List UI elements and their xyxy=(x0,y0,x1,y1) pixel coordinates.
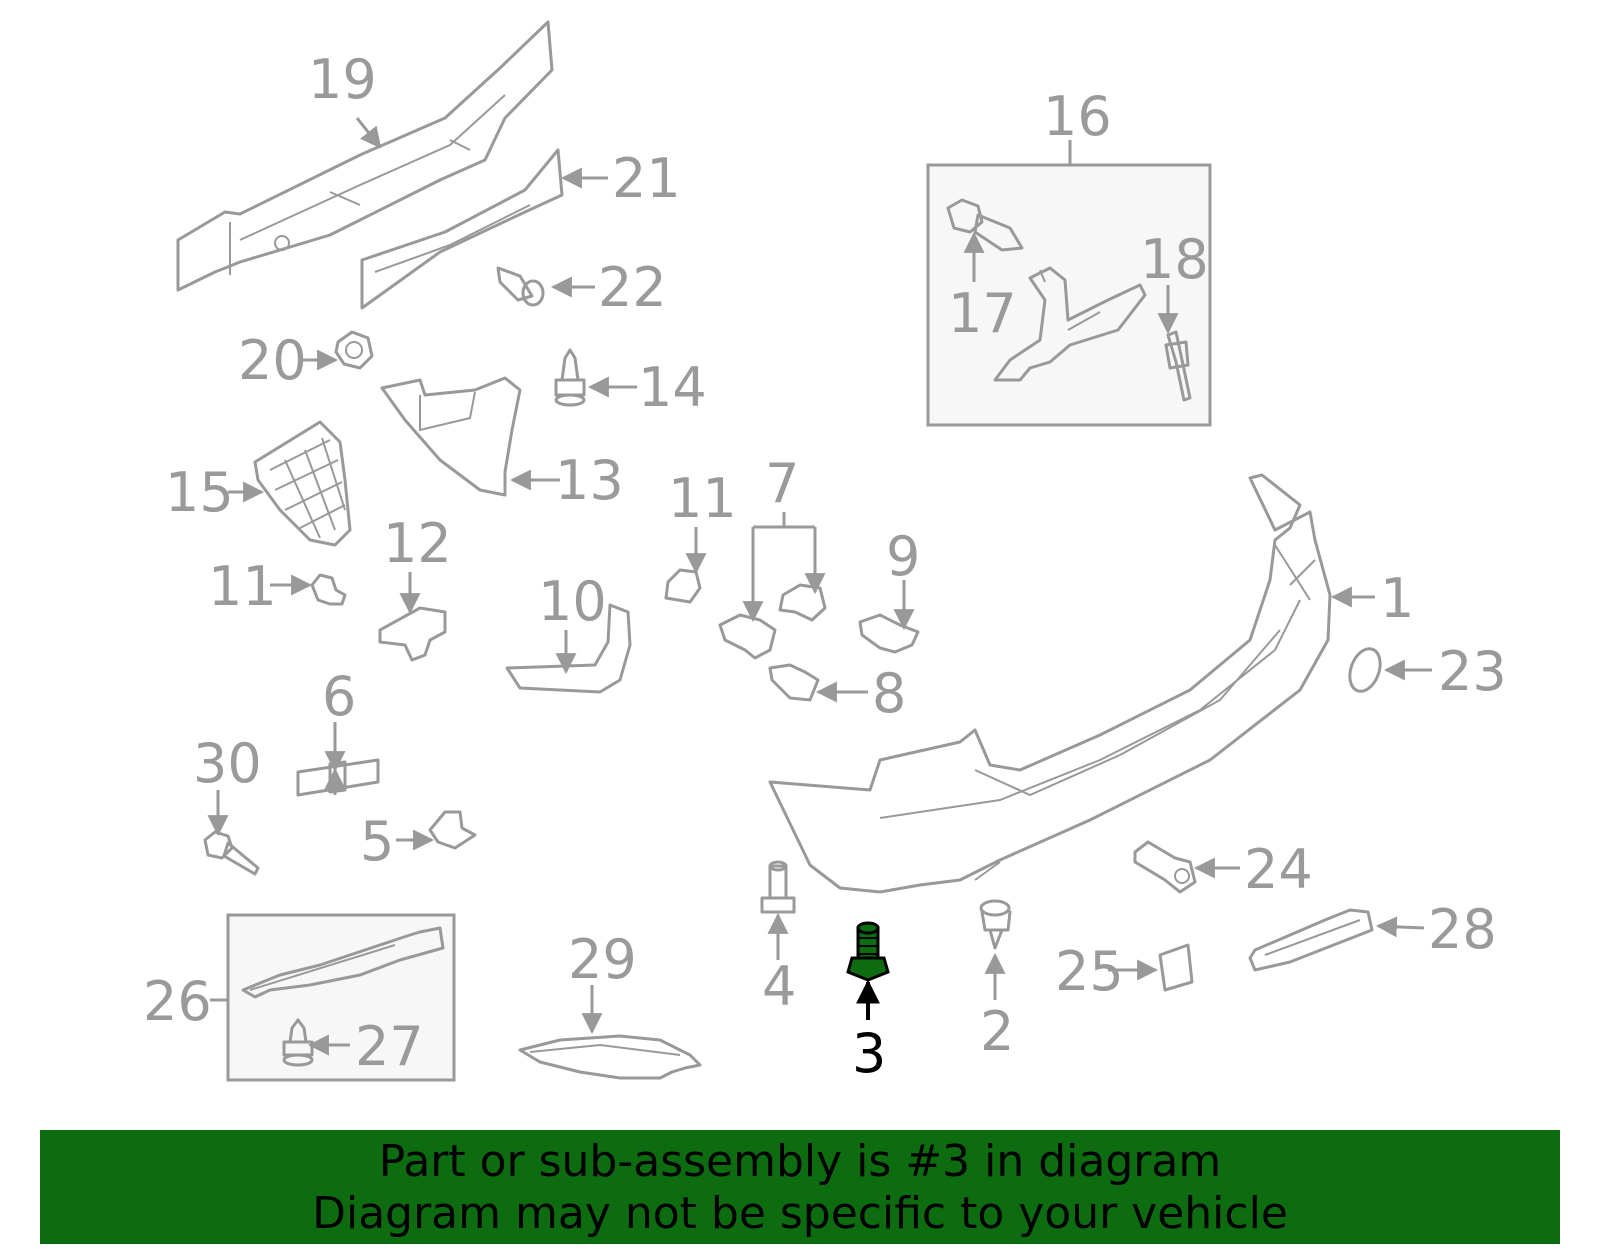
callout-2: 2 xyxy=(980,1000,1014,1063)
callout-6: 6 xyxy=(322,665,356,728)
callout-8: 8 xyxy=(872,662,906,725)
callout-10: 10 xyxy=(538,570,607,633)
part-27-push-pin xyxy=(282,1018,314,1067)
part-25-pad xyxy=(1158,943,1194,992)
part-24-clip xyxy=(1133,840,1197,894)
part-1-bumper-cover xyxy=(768,473,1332,894)
part-2-push-pin xyxy=(979,899,1012,950)
callout-30: 30 xyxy=(193,732,262,795)
callout-4: 4 xyxy=(762,955,796,1018)
callout-1: 1 xyxy=(1380,567,1414,630)
part-30-screw xyxy=(203,830,260,876)
sub-assembly-box-16 xyxy=(926,163,1212,427)
part-20-nut xyxy=(334,330,374,370)
part-3-bolt-highlighted[interactable] xyxy=(846,921,890,982)
part-4-bolt xyxy=(760,860,796,914)
callout-15: 15 xyxy=(165,461,234,524)
sub-assembly-box-26 xyxy=(226,913,456,1082)
callout-11b: 11 xyxy=(668,467,737,530)
banner-line-2: Diagram may not be specific to your vehi… xyxy=(312,1188,1288,1239)
part-19-reinforcement-beam xyxy=(176,20,554,292)
part-11-clip-right xyxy=(664,568,702,604)
part-12-clip xyxy=(378,606,447,662)
callout-23: 23 xyxy=(1438,640,1507,703)
part-5-clip xyxy=(428,810,477,850)
callout-3[interactable]: 3 xyxy=(852,1022,886,1085)
callout-19: 19 xyxy=(308,48,377,111)
part-22-clip xyxy=(496,266,545,307)
callout-12: 12 xyxy=(383,512,452,575)
part-13-bracket xyxy=(380,376,522,497)
callout-18: 18 xyxy=(1140,228,1209,291)
part-15-grille xyxy=(253,420,352,547)
callout-11a: 11 xyxy=(208,555,277,618)
part-7-clips xyxy=(718,583,827,660)
callout-25: 25 xyxy=(1055,940,1124,1003)
part-8-clip xyxy=(768,663,820,702)
part-21-absorber xyxy=(360,148,564,310)
leader-lines xyxy=(207,117,1432,1056)
callout-20: 20 xyxy=(238,329,307,392)
callout-14: 14 xyxy=(638,356,707,419)
callout-16: 16 xyxy=(1043,85,1112,148)
callout-7: 7 xyxy=(765,452,799,515)
callout-17: 17 xyxy=(948,282,1017,345)
part-6-clip xyxy=(296,758,380,797)
callout-22: 22 xyxy=(598,256,667,319)
part-26-trim xyxy=(241,926,445,999)
callout-9: 9 xyxy=(886,525,920,588)
info-banner: Part or sub-assembly is #3 in diagram Di… xyxy=(40,1130,1560,1244)
banner-line-1: Part or sub-assembly is #3 in diagram xyxy=(378,1136,1222,1187)
part-10-trim xyxy=(505,603,632,694)
part-29-lens xyxy=(518,1034,702,1080)
part-17-screw xyxy=(946,198,1024,252)
callout-27: 27 xyxy=(355,1015,424,1078)
part-23-plug xyxy=(1348,647,1382,693)
callout-29: 29 xyxy=(568,928,637,991)
part-16-bracket xyxy=(993,266,1147,382)
part-28-reflector xyxy=(1248,908,1374,972)
callout-24: 24 xyxy=(1244,838,1313,901)
part-11-clip-left xyxy=(310,573,347,606)
callout-13: 13 xyxy=(555,449,624,512)
parts-diagram: 19 21 22 20 14 13 15 11 12 10 11 7 8 9 1… xyxy=(143,20,1507,1085)
callout-labels: 19 21 22 20 14 13 15 11 12 10 11 7 8 9 1… xyxy=(143,48,1507,1085)
callout-5: 5 xyxy=(360,810,394,873)
part-9-clip xyxy=(858,613,920,654)
callout-21: 21 xyxy=(612,147,681,210)
part-14-push-pin xyxy=(554,348,586,407)
callout-26: 26 xyxy=(143,970,212,1033)
callout-28: 28 xyxy=(1428,898,1497,961)
